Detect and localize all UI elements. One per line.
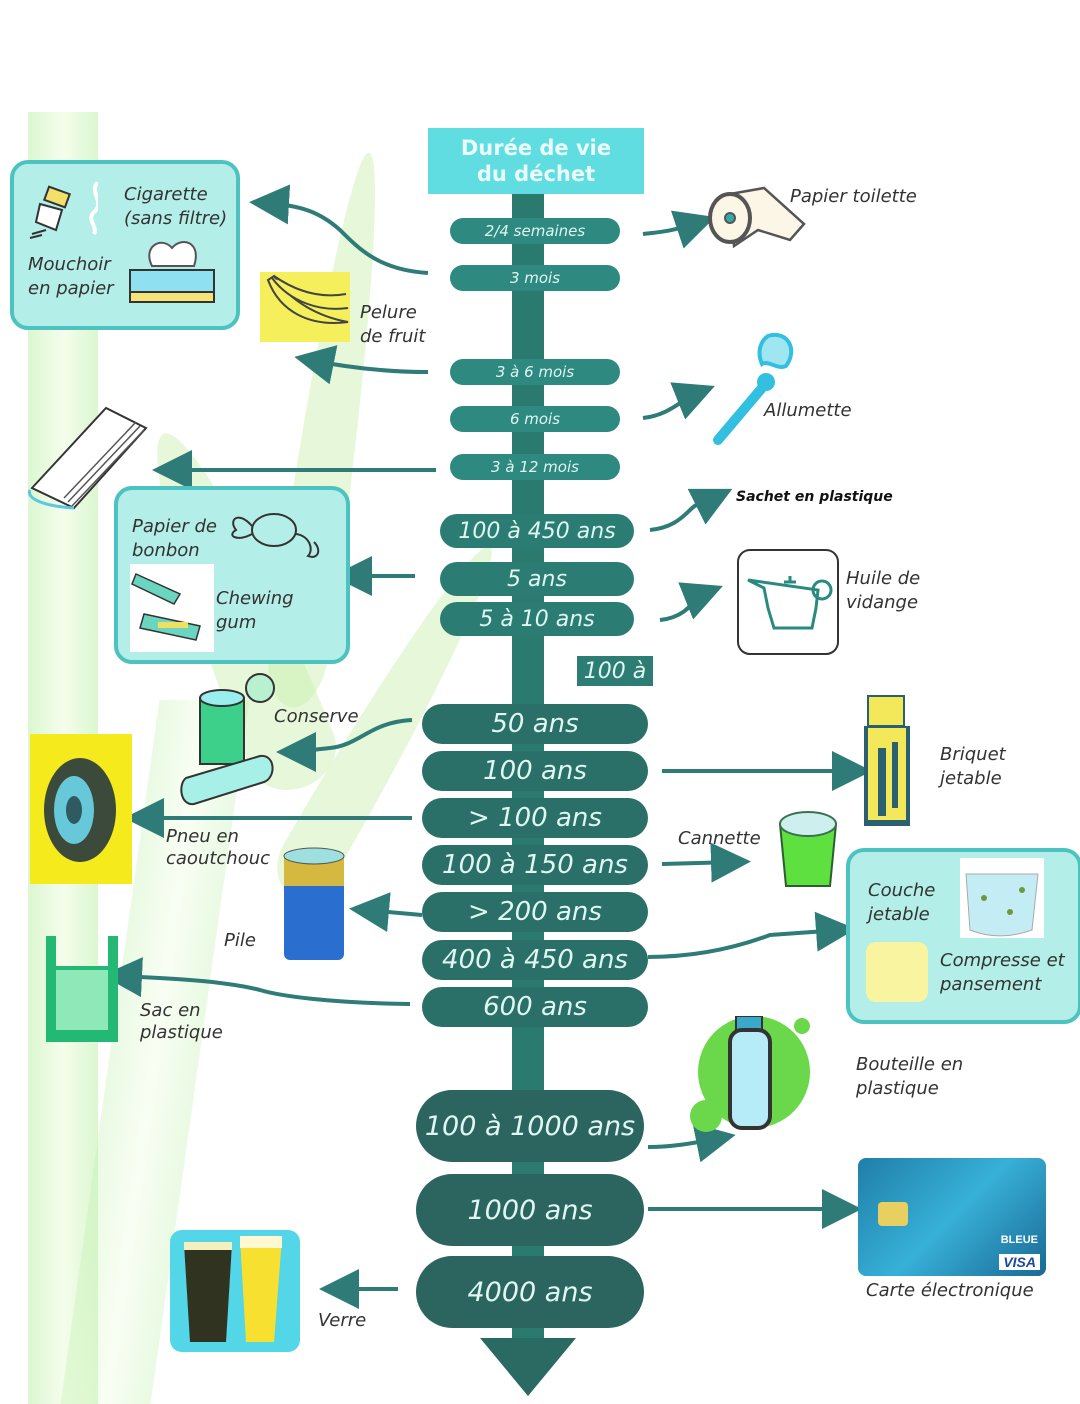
label-cigarette-note: (sans filtre) — [124, 208, 228, 229]
label-pneu-2: caoutchouc — [166, 848, 271, 869]
diagram-title: Durée de vie du déchet — [428, 128, 644, 194]
duration-pill: 4000 ans — [416, 1256, 644, 1328]
cigarette-mouchoir-box: Cigarette (sans filtre) Mouchoir en papi… — [10, 160, 240, 330]
card-visa-logo: VISA — [999, 1254, 1040, 1270]
label-compresse-2: pansement — [940, 974, 1042, 995]
duration-pill: 6 mois — [450, 406, 620, 432]
label-allumette: Allumette — [764, 400, 852, 421]
arrow-huile — [659, 582, 723, 622]
duration-pill: 5 à 10 ans — [440, 602, 634, 636]
label-briquet-2: jetable — [940, 768, 1002, 789]
card-chip-icon — [878, 1202, 908, 1226]
label-conserve: Conserve — [274, 706, 359, 727]
plastic-bottle-icon — [690, 1016, 810, 1132]
duration-pill: > 100 ans — [422, 798, 648, 838]
arrow-sachet — [649, 488, 733, 532]
duration-pill: 400 à 450 ans — [422, 940, 648, 980]
title-line-2: du déchet — [476, 162, 596, 186]
label-sachet: Sachet en plastique — [736, 489, 893, 505]
glass-icon — [170, 1230, 300, 1352]
toilet-paper-icon — [708, 186, 806, 249]
bank-card-icon: BLEUE VISA — [858, 1158, 1046, 1276]
duration-pill: 100 à 450 ans — [440, 514, 634, 548]
duration-pill: 100 à 1000 ans — [416, 1090, 644, 1162]
arrow-cigarette — [249, 184, 429, 275]
bonbon-chewing-gum-box: Papier de bonbon Chewing gum — [114, 486, 350, 664]
label-bonbon-1: Papier de — [132, 516, 218, 537]
newspaper-icon — [27, 406, 148, 510]
duration-pill: > 200 ans — [422, 892, 648, 932]
label-mouchoir-2: en papier — [28, 278, 114, 299]
banana-peel-icon — [260, 272, 350, 342]
duration-pill: 100 ans — [422, 751, 648, 791]
label-verre: Verre — [318, 1310, 367, 1331]
diaper-icon — [960, 858, 1044, 938]
bandage-icon — [866, 942, 928, 1002]
duration-pill: 100 à 150 ans — [422, 845, 648, 885]
title-line-1: Durée de vie — [460, 136, 612, 160]
tissue-box-icon — [129, 241, 215, 303]
duration-pill: 600 ans — [422, 987, 648, 1027]
arrow-cannette — [661, 842, 751, 883]
arrow-allumette — [642, 382, 715, 420]
label-bonbon-2: bonbon — [132, 540, 200, 561]
label-carte: Carte électronique — [866, 1280, 1034, 1301]
duration-pill: 1000 ans — [416, 1174, 644, 1246]
candy-wrapper-icon — [231, 513, 320, 558]
can-icon — [778, 811, 838, 887]
arrow-conserve — [276, 718, 413, 772]
tin-can-icon — [180, 673, 275, 806]
battery-icon — [283, 847, 345, 960]
oil-can-icon — [737, 549, 839, 655]
arrow-pelure — [294, 345, 429, 385]
duration-pill: 50 ans — [422, 704, 648, 744]
duration-pill: 2/4 semaines — [450, 218, 620, 244]
label-bouteille-2: plastique — [856, 1078, 939, 1099]
label-pneu-1: Pneu en — [166, 826, 239, 847]
label-sac-2: plastique — [140, 1022, 223, 1043]
label-briquet-1: Briquet — [940, 744, 1006, 765]
plastic-bag-icon — [46, 936, 118, 1042]
label-chewing-1: Chewing — [216, 588, 294, 609]
label-couche-2: jetable — [868, 904, 930, 925]
label-chewing-2: gum — [216, 612, 257, 633]
label-bouteille-1: Bouteille en — [856, 1054, 964, 1075]
chewing-gum-icon — [130, 564, 214, 652]
arrow-pile — [349, 892, 423, 933]
match-icon — [713, 332, 794, 445]
label-pile: Pile — [224, 930, 256, 951]
label-cannette: Cannette — [678, 828, 761, 849]
label-pelure-1: Pelure — [360, 302, 417, 323]
tire-icon — [30, 734, 132, 884]
duration-pill: 3 à 12 mois — [450, 454, 620, 480]
duration-pill: 3 à 6 mois — [450, 359, 620, 385]
label-pelure-2: de fruit — [360, 326, 426, 347]
label-compresse-1: Compresse et — [940, 950, 1065, 971]
arrow-papier-toilette — [642, 210, 716, 249]
label-sac-1: Sac en — [140, 1000, 201, 1021]
card-bank-label: BLEUE — [1000, 1234, 1038, 1246]
duration-pill: 5 ans — [440, 562, 634, 596]
duration-pill: 3 mois — [450, 265, 620, 291]
label-cigarette: Cigarette — [124, 184, 208, 205]
label-mouchoir-1: Mouchoir — [28, 254, 111, 275]
arrow-sac — [102, 957, 411, 1006]
lighter-icon — [864, 695, 910, 826]
label-papier-toilette: Papier toilette — [790, 186, 917, 207]
arrow-couche — [647, 911, 856, 959]
floating-tag: 100 à — [577, 656, 653, 686]
cigarette-icon — [29, 182, 98, 239]
label-huile-2: vidange — [846, 592, 919, 613]
label-couche-1: Couche — [868, 880, 936, 901]
timeline-arrowhead-icon — [480, 1338, 576, 1396]
arrow-bouteille — [647, 1123, 736, 1163]
couche-compresse-box: Couche jetable Compresse et pansement — [846, 848, 1080, 1024]
label-huile-1: Huile de — [846, 568, 921, 589]
